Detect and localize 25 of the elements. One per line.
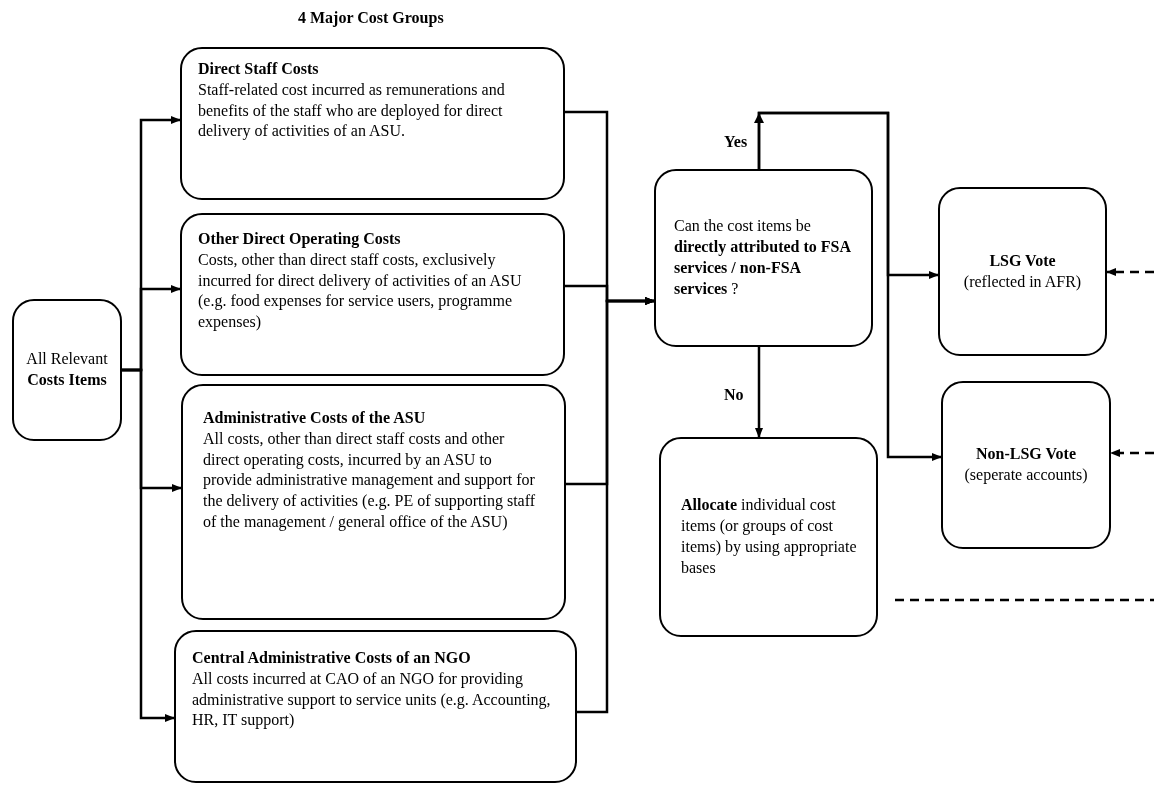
process-box xyxy=(180,47,565,200)
box-text: Costs, other than direct staff costs, exclusively incurred for direct delivery of activities of an ASU (e.g. food expenses for service users, programme expenses) xyxy=(198,249,523,333)
box-text: (reflected in AFR) xyxy=(962,271,1083,293)
process-box xyxy=(654,169,873,347)
process-box xyxy=(174,630,577,783)
process-box xyxy=(180,213,565,376)
box-text: Allocate individual cost items (or groups of cost items) by using appropriate bases xyxy=(681,495,858,578)
process-box xyxy=(659,437,878,637)
box-heading: Direct Staff Costs xyxy=(198,59,320,79)
box-heading: LSG Vote xyxy=(988,250,1057,271)
box-text: All Relevant Costs Items xyxy=(25,349,109,390)
process-box xyxy=(938,187,1107,356)
box-text: All costs, other than direct staff costs and other direct operating costs, incurred by an ASU to provide administrative management and support for the delivery of activities (e.g. PE of supporting staff of the management / general office of the ASU) xyxy=(203,428,537,533)
box-heading: Administrative Costs of the ASU xyxy=(203,408,427,428)
process-box xyxy=(12,299,122,441)
box-heading: Non-LSG Vote xyxy=(975,444,1077,465)
box-text: Staff-related cost incurred as remunerations and benefits of the staff who are deployed for direct delivery of activities of an ASU. xyxy=(198,79,506,142)
box-text: (seperate accounts) xyxy=(963,465,1089,486)
box-heading: Central Administrative Costs of an NGO xyxy=(192,648,472,668)
process-box xyxy=(181,384,566,620)
process-box xyxy=(941,381,1111,549)
box-heading: Other Direct Operating Costs xyxy=(198,229,402,250)
box-text: All costs incurred at CAO of an NGO for providing administrative support to service units (e.g. Accounting, HR, IT support) xyxy=(192,668,552,731)
box-text: Can the cost items be directly attributed to FSA services / non-FSA services ? xyxy=(674,216,852,299)
section-heading: 4 Major Cost Groups xyxy=(298,9,445,27)
